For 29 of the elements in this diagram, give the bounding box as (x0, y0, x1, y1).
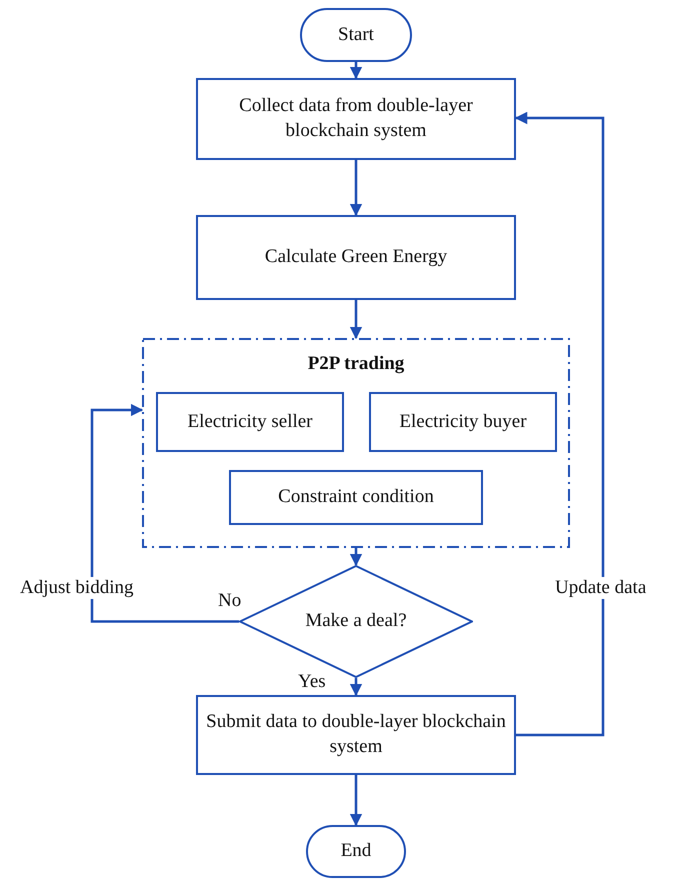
process-box (229, 470, 483, 525)
note-label: Adjust bidding (18, 577, 136, 599)
arrow (350, 678, 362, 696)
arrow (350, 300, 362, 340)
group-container (142, 338, 570, 548)
arrow (350, 160, 362, 216)
arrow (350, 62, 362, 80)
node-label: Submit data to double-layer blockchain system (205, 710, 507, 759)
process-box (196, 695, 516, 775)
node-label: Electricity seller (186, 410, 314, 434)
arrow (350, 775, 362, 826)
arrow (350, 548, 362, 566)
node-label: Collect data from double-layer blockchain system (238, 94, 474, 143)
start-terminal (300, 8, 412, 62)
node-label: Start (337, 22, 375, 47)
process-box (369, 392, 557, 452)
node-label: Make a deal? (304, 609, 408, 634)
group-title: P2P trading (306, 352, 406, 376)
end-terminal (306, 825, 406, 878)
node-label: End (340, 839, 372, 864)
note-label: Update data (553, 577, 648, 599)
node-label: Constraint condition (277, 485, 435, 510)
arrow (90, 404, 239, 623)
node-label: Calculate Green Energy (264, 245, 448, 270)
arrow (514, 112, 604, 736)
process-box (196, 78, 516, 160)
process-box (196, 215, 516, 300)
process-box (156, 392, 344, 452)
node-label: Electricity buyer (398, 410, 528, 434)
